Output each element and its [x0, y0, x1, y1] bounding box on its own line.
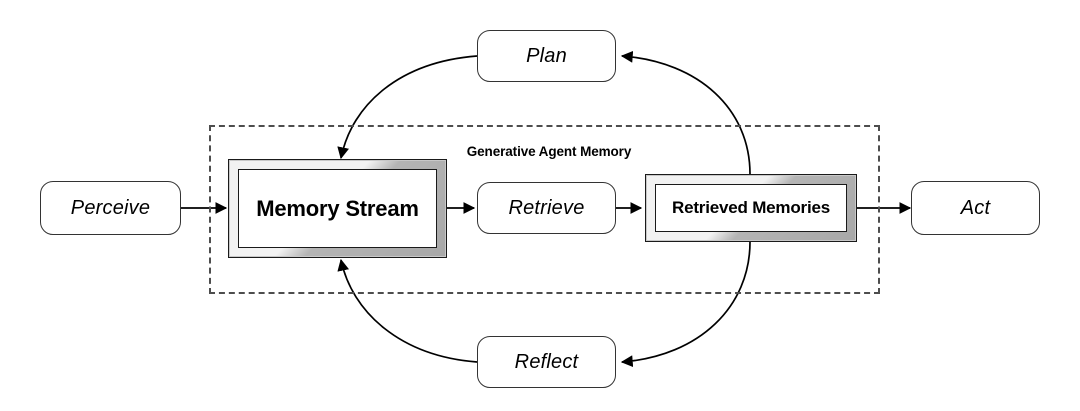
- node-retrieved-memories-label: Retrieved Memories: [672, 198, 830, 217]
- edge-reflect-to-memory-stream: [337, 258, 478, 363]
- node-act-label: Act: [960, 196, 991, 219]
- node-retrieved-memories[interactable]: Retrieved Memories: [645, 174, 857, 242]
- node-memory-stream[interactable]: Memory Stream: [228, 159, 447, 258]
- edge-retrieved-memories-to-reflect: [620, 241, 751, 368]
- node-memory-stream-face: Memory Stream: [238, 169, 437, 248]
- node-retrieved-memories-face: Retrieved Memories: [655, 184, 847, 232]
- node-plan[interactable]: Plan: [477, 30, 616, 82]
- node-reflect-label: Reflect: [514, 350, 579, 373]
- generative-agent-memory-group: [209, 125, 880, 294]
- node-perceive[interactable]: Perceive: [40, 181, 181, 235]
- node-plan-label: Plan: [526, 44, 567, 67]
- node-memory-stream-label: Memory Stream: [256, 195, 419, 221]
- edge-plan-to-memory-stream: [337, 55, 478, 160]
- node-retrieve[interactable]: Retrieve: [477, 182, 616, 234]
- node-reflect[interactable]: Reflect: [477, 336, 616, 388]
- group-label: Generative Agent Memory: [466, 144, 632, 159]
- node-perceive-label: Perceive: [70, 196, 151, 219]
- node-retrieve-label: Retrieve: [508, 196, 585, 219]
- edge-retrieved-memories-to-plan: [620, 50, 751, 175]
- node-act[interactable]: Act: [911, 181, 1040, 235]
